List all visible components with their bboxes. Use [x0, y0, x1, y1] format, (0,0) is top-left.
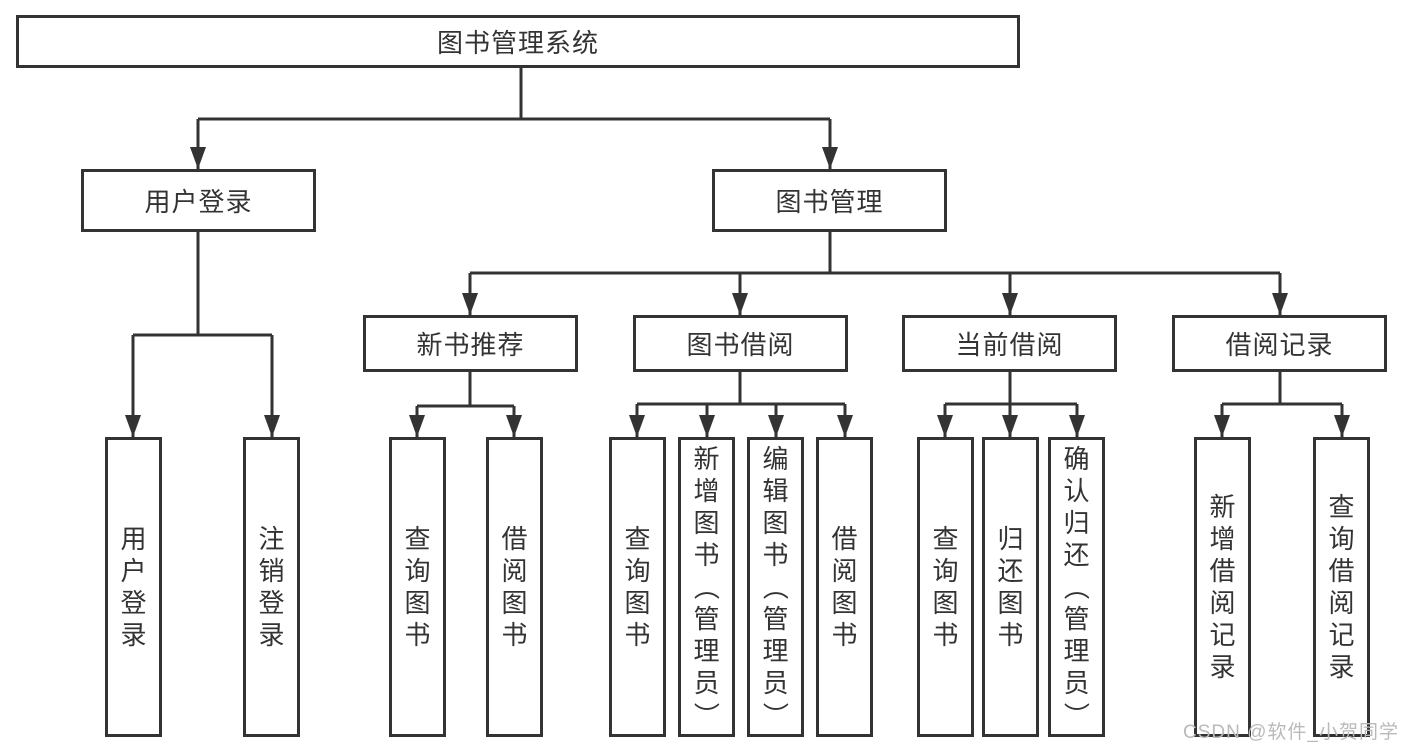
leaf-br-add-record: 新增借阅记录 — [1194, 437, 1251, 737]
node-label: 图书借阅 — [686, 330, 795, 360]
leaf-user-login: 用户登录 — [105, 437, 162, 737]
node-user-login: 用户登录 — [81, 169, 316, 232]
node-label: 查询图书 — [624, 524, 651, 650]
node-new-book-recommend: 新书推荐 — [363, 315, 578, 372]
node-label: 查询图书 — [932, 524, 959, 650]
node-label: 编辑图书（管理员） — [760, 444, 791, 729]
leaf-bb-edit-book-admin: 编辑图书（管理员） — [747, 437, 804, 737]
node-label: 注销登录 — [258, 524, 285, 650]
node-label: 借阅图书 — [831, 524, 858, 650]
node-label: 图书管理 — [775, 187, 884, 217]
node-label: 用户登录 — [144, 187, 253, 217]
node-label: 新增借阅记录 — [1209, 492, 1236, 682]
node-label: 借阅记录 — [1225, 330, 1334, 360]
node-label: 查询借阅记录 — [1328, 492, 1355, 682]
node-label: 借阅图书 — [501, 524, 528, 650]
node-current-borrow: 当前借阅 — [902, 315, 1117, 372]
leaf-bb-add-book-admin: 新增图书（管理员） — [678, 437, 735, 737]
csdn-watermark: CSDN @软件_小贺同学 — [1183, 722, 1399, 743]
node-label: 当前借阅 — [955, 330, 1064, 360]
leaf-logout: 注销登录 — [243, 437, 300, 737]
node-label: 图书管理系统 — [436, 28, 599, 58]
leaf-br-query-record: 查询借阅记录 — [1313, 437, 1370, 737]
leaf-bb-query-books: 查询图书 — [609, 437, 666, 737]
node-book-borrow: 图书借阅 — [633, 315, 848, 372]
leaf-cb-query-books: 查询图书 — [917, 437, 974, 737]
node-book-management: 图书管理 — [712, 169, 947, 232]
leaf-nbr-query-books: 查询图书 — [389, 437, 446, 737]
leaf-bb-borrow-books: 借阅图书 — [816, 437, 873, 737]
leaf-nbr-borrow-books: 借阅图书 — [486, 437, 543, 737]
node-root-system: 图书管理系统 — [16, 15, 1020, 68]
node-label: 新增图书（管理员） — [691, 444, 722, 729]
leaf-cb-return-books: 归还图书 — [982, 437, 1039, 737]
node-label: 查询图书 — [404, 524, 431, 650]
node-label: 用户登录 — [120, 524, 147, 650]
node-borrow-records: 借阅记录 — [1172, 315, 1387, 372]
node-label: 归还图书 — [997, 524, 1024, 650]
node-label: 确认归还（管理员） — [1061, 444, 1092, 729]
leaf-cb-confirm-return-admin: 确认归还（管理员） — [1048, 437, 1105, 737]
node-label: 新书推荐 — [416, 330, 525, 360]
